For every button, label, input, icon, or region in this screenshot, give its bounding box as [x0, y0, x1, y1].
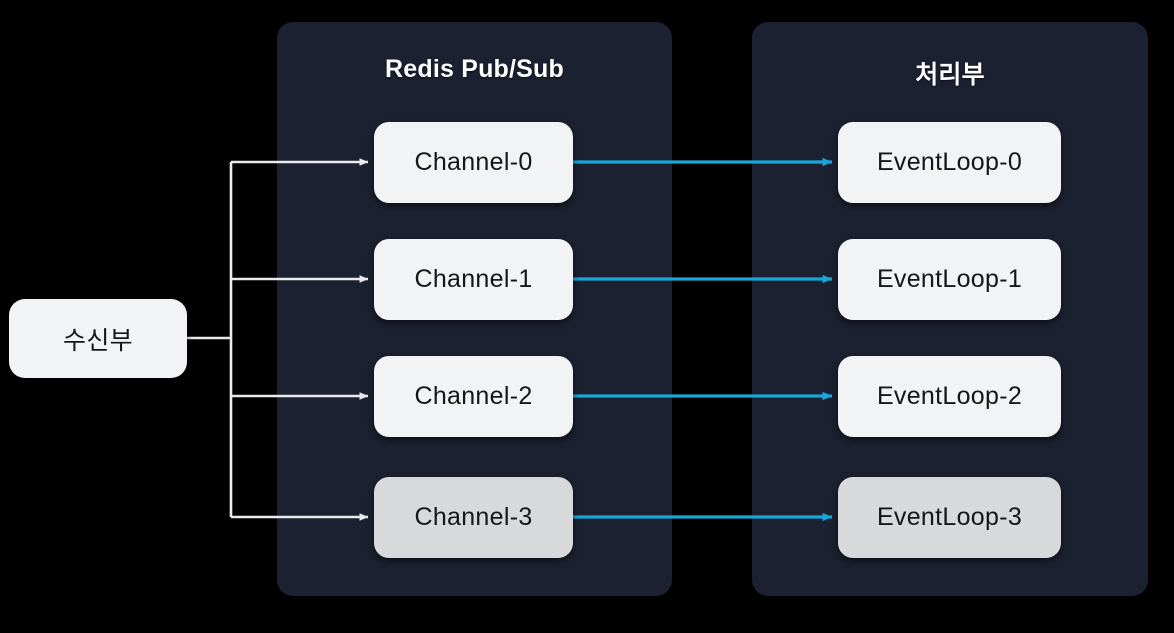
node-eventloop-1[interactable]: EventLoop-1 — [838, 239, 1061, 320]
panel-processor-title: 처리부 — [915, 61, 985, 89]
node-eventloop-0[interactable]: EventLoop-0 — [838, 122, 1061, 203]
node-eventloop-2[interactable]: EventLoop-2 — [838, 356, 1061, 437]
edge-source-trunk — [187, 162, 233, 517]
node-channel-0[interactable]: Channel-0 — [374, 122, 573, 203]
node-channel-3[interactable]: Channel-3 — [374, 477, 573, 558]
node-channel-2[interactable]: Channel-2 — [374, 356, 573, 437]
node-eventloop-3[interactable]: EventLoop-3 — [838, 477, 1061, 558]
node-source-receiver[interactable]: 수신부 — [9, 299, 187, 378]
node-channel-1[interactable]: Channel-1 — [374, 239, 573, 320]
panel-redis-pubsub-title: Redis Pub/Sub — [384, 55, 564, 83]
